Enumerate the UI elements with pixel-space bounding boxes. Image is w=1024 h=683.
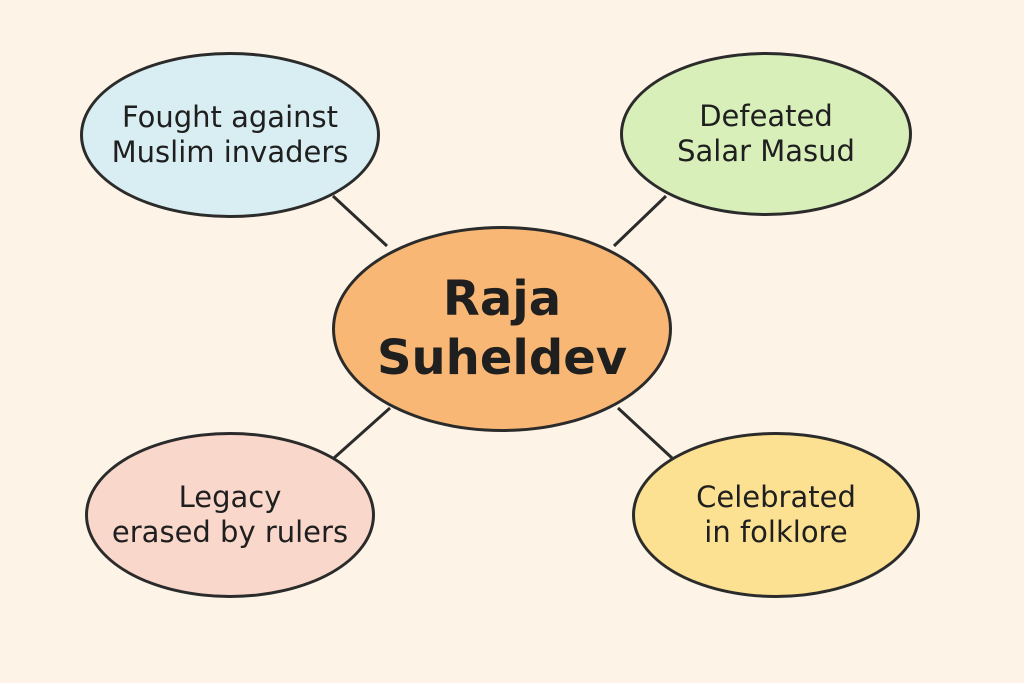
node-celebrated-label-line-1: Celebrated xyxy=(696,480,856,515)
node-celebrated-in-folklore: Celebrated in folklore xyxy=(632,432,920,598)
center-node-raja-suheldev: Raja Suheldev xyxy=(332,226,672,432)
connector-legacy xyxy=(333,406,391,460)
node-celebrated-label-line-2: in folklore xyxy=(704,515,848,549)
node-fought-against: Fought against Muslim invaders xyxy=(80,52,380,218)
node-legacy-label-line-1: Legacy xyxy=(178,480,282,515)
connector-defeated xyxy=(612,194,668,248)
node-defeated-salar-masud: Defeated Salar Masud xyxy=(620,52,912,216)
connector-fought xyxy=(331,194,389,248)
node-fought-label-line-2: Muslim invaders xyxy=(111,135,349,169)
node-fought-label-line-1: Fought against xyxy=(121,100,338,135)
node-legacy-erased: Legacy erased by rulers xyxy=(85,432,375,598)
node-defeated-label-line-1: Defeated xyxy=(699,99,833,134)
connector-celebrated xyxy=(616,406,674,460)
center-label-line-1: Raja xyxy=(442,271,562,328)
node-legacy-label-line-2: erased by rulers xyxy=(111,515,349,549)
center-label-line-2: Suheldev xyxy=(376,330,628,386)
node-defeated-label-line-2: Salar Masud xyxy=(677,134,855,168)
